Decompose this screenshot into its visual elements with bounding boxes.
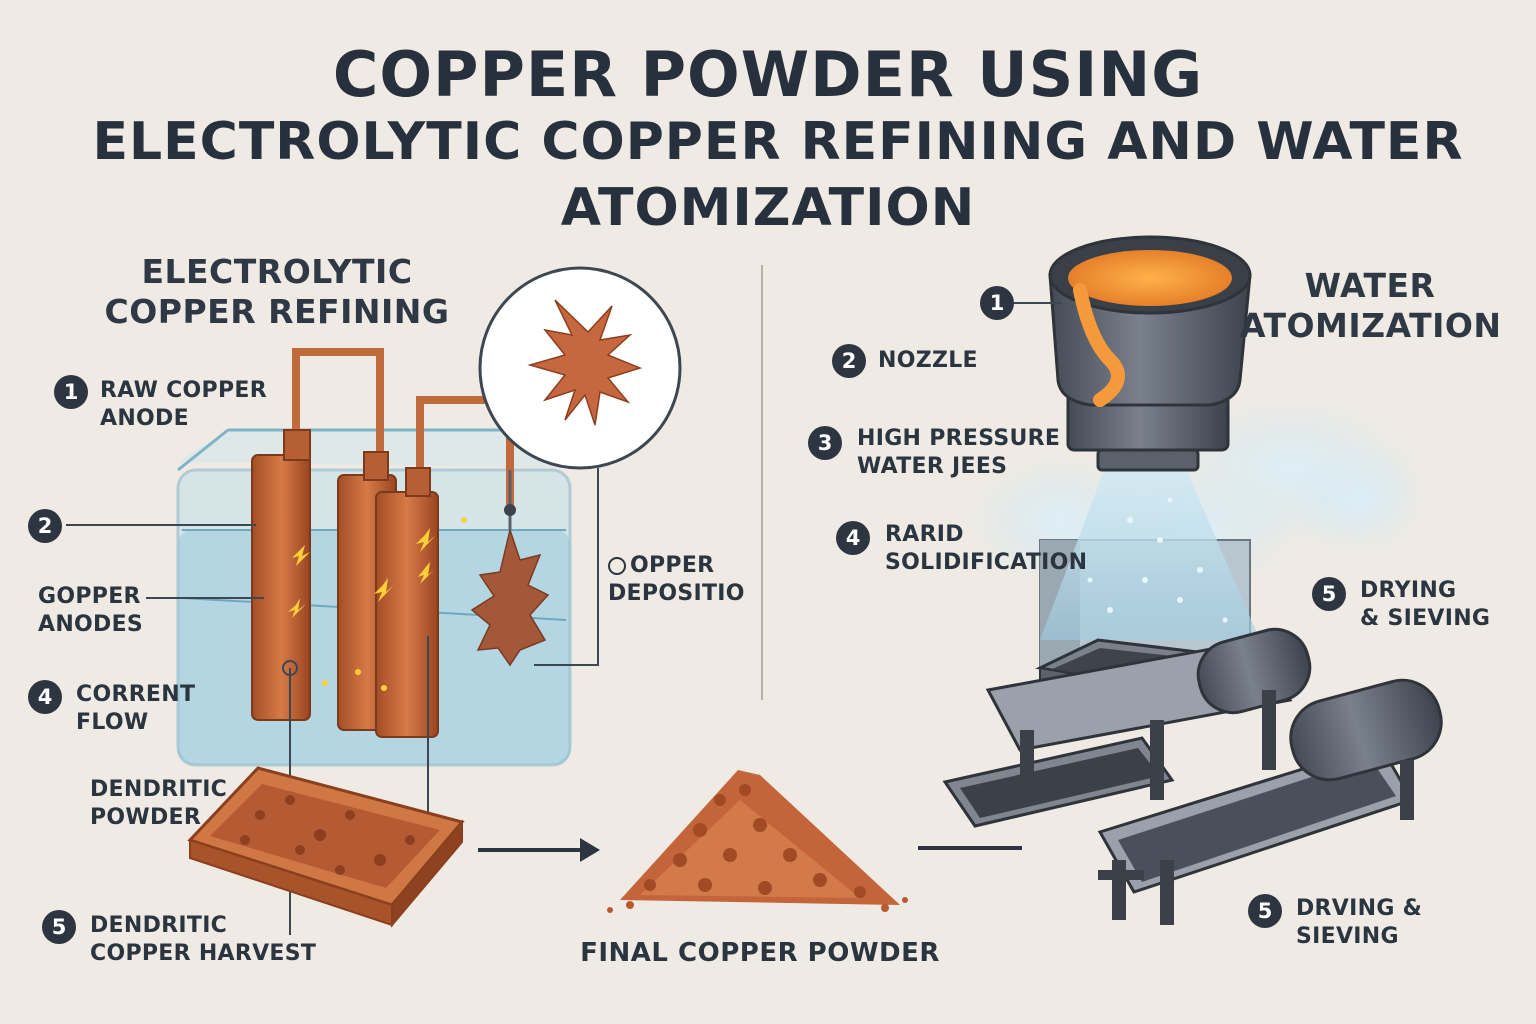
label-final-copper-powder: FINAL COPPER POWDER	[580, 938, 940, 968]
page-title-line-3: ATOMIZATION	[560, 178, 976, 238]
label-line: OPPER	[608, 552, 745, 580]
label-line: DRYING	[1360, 578, 1457, 603]
step-badge-left-1: 1	[54, 375, 88, 409]
label-current-flow: CORRENT FLOW	[76, 681, 195, 737]
label-line: FLOW	[76, 710, 149, 735]
right-section-title-line-2: ATOMIZATION	[1240, 306, 1502, 345]
label-line: SIEVING	[1296, 924, 1399, 949]
label-raw-copper-anode: RAW COPPER ANODE	[100, 377, 267, 433]
label-line: SOLIDIFICATION	[885, 550, 1088, 575]
step-badge-right-2: 2	[832, 344, 866, 378]
right-section-title: WATER ATOMIZATION	[1240, 266, 1502, 346]
page-title-line-1: COPPER POWDER USING	[332, 38, 1204, 111]
spark-icon	[288, 517, 467, 691]
conveyor-dryer-icon-2	[1097, 678, 1443, 925]
label-dendritic-copper-harvest: DENDRITIC COPPER HARVEST	[90, 912, 316, 968]
label-drying-sieving-2: DRVING & SIEVING	[1296, 895, 1422, 951]
label-nozzle: NOZZLE	[878, 347, 978, 375]
crucible-icon	[1048, 235, 1252, 472]
conveyor-dryer-icon	[942, 627, 1312, 828]
dendrite-crystal-icon	[478, 266, 682, 470]
label-line: ANODES	[38, 612, 144, 637]
left-section-title-line-2: COPPER REFINING	[104, 292, 450, 331]
label-rapid-solidification: RARID SOLIDIFICATION	[885, 521, 1087, 577]
label-dendritic-powder: DENDRITIC POWDER	[90, 776, 227, 832]
label-high-pressure-water-jets: HIGH PRESSURE WATER JEES	[857, 425, 1060, 481]
label-copper-anodes: GOPPER ANODES	[38, 583, 143, 639]
label-line: CORRENT	[76, 682, 196, 707]
label-line: RAW COPPER	[100, 378, 267, 403]
left-section-title: ELECTROLYTIC COPPER REFINING	[92, 252, 462, 332]
label-line: DENDRITIC	[90, 913, 228, 938]
label-text: OPPER	[630, 553, 715, 578]
page-title-line-2: ELECTROLYTIC COPPER REFINING AND WATER	[92, 112, 1464, 172]
label-line: WATER JEES	[857, 454, 1008, 479]
left-section-title-line-1: ELECTROLYTIC	[141, 252, 413, 291]
label-drying-sieving-1: DRYING & SIEVING	[1360, 577, 1490, 633]
arrow-right-icon	[478, 838, 600, 862]
step-badge-left-5: 5	[42, 910, 76, 944]
label-line: POWDER	[90, 805, 202, 830]
step-badge-left-2: 2	[28, 509, 62, 543]
label-line: & SIEVING	[1360, 606, 1491, 631]
label-line: COPPER HARVEST	[90, 941, 317, 966]
harvest-tray-icon	[187, 766, 465, 928]
label-line: DRVING &	[1296, 896, 1423, 921]
label-line: NOZZLE	[878, 348, 978, 373]
label-line: HIGH PRESSURE	[857, 426, 1061, 451]
label-line: DEPOSITIO	[608, 581, 745, 606]
label-line: ANODE	[100, 406, 189, 431]
copper-electrode-icon	[251, 429, 439, 738]
step-badge-right-5a: 5	[1312, 577, 1346, 611]
bullet-icon	[608, 557, 626, 575]
label-copper-deposition: OPPER DEPOSITIO	[608, 552, 745, 608]
step-badge-right-5b: 5	[1248, 894, 1282, 928]
copper-busbar-icon	[292, 348, 514, 509]
copper-deposit-icon	[470, 527, 550, 667]
step-badge-right-3: 3	[808, 426, 842, 460]
label-line: GOPPER	[38, 584, 141, 609]
powder-pile-icon	[607, 770, 908, 913]
label-line: DENDRITIC	[90, 777, 228, 802]
step-badge-right-4: 4	[836, 521, 870, 555]
label-line: RARID	[885, 522, 964, 547]
right-section-title-line-1: WATER	[1304, 266, 1436, 305]
water-spray-icon	[1040, 455, 1260, 640]
step-badge-right-1: 1	[980, 286, 1014, 320]
step-badge-left-4: 4	[28, 680, 62, 714]
